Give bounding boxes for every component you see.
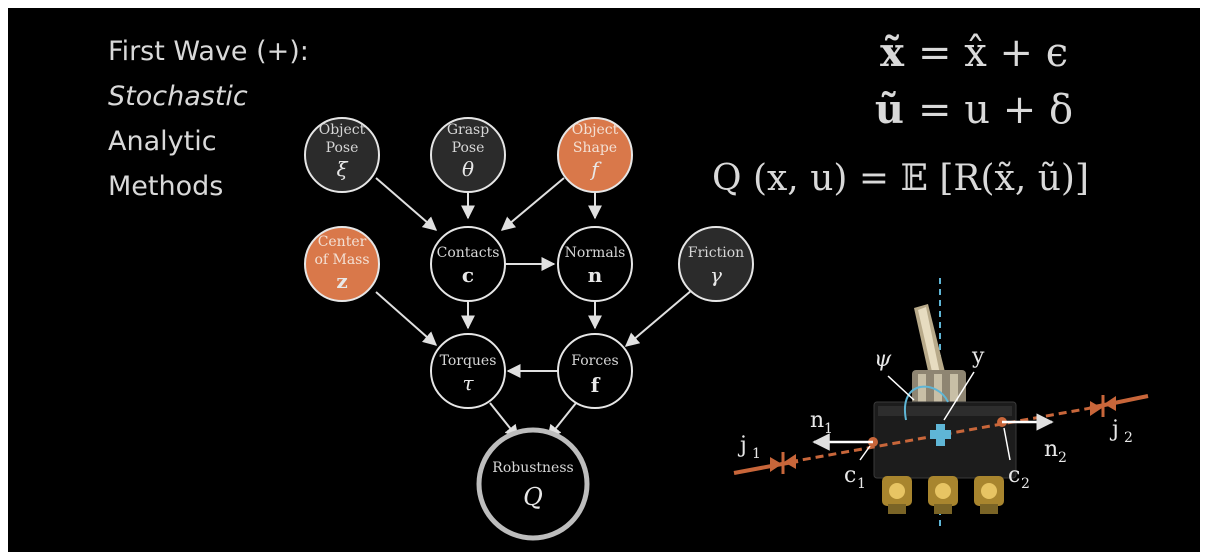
graph-edges bbox=[375, 177, 693, 440]
node-symbol: γ bbox=[710, 263, 722, 287]
edge-pose-contacts bbox=[375, 177, 438, 231]
c2-leader bbox=[1003, 427, 1011, 461]
node-grasp-pose: Grasp Pose θ bbox=[430, 117, 506, 193]
node-symbol: n bbox=[588, 263, 603, 287]
node-label: Pose bbox=[326, 140, 359, 156]
node-symbol: τ bbox=[462, 371, 474, 395]
node-symbol: ξ bbox=[336, 157, 348, 181]
diagram-canvas: Object Pose ξ Grasp Pose θ Object Shape … bbox=[304, 29, 1149, 541]
node-label: Object bbox=[572, 122, 619, 138]
node-symbol: θ bbox=[462, 157, 474, 181]
node-robustness: Robustness Q bbox=[476, 427, 590, 541]
label-j2: j bbox=[1109, 417, 1119, 442]
label-y: y bbox=[971, 344, 985, 369]
title-line-1: First Wave (+): bbox=[108, 36, 309, 67]
node-contacts: Contacts c bbox=[430, 226, 506, 302]
label-c2-sub: 2 bbox=[1021, 476, 1030, 492]
label-j2-sub: 2 bbox=[1124, 430, 1133, 446]
title-line-2: Stochastic bbox=[108, 81, 248, 112]
title-line-4: Methods bbox=[108, 171, 224, 202]
edge-shape-contacts bbox=[500, 177, 565, 231]
equation-1-lhs: x̃ bbox=[880, 29, 905, 76]
psi-arc bbox=[903, 385, 949, 421]
edge-friction-forces bbox=[624, 289, 693, 347]
psi-leader bbox=[887, 375, 915, 401]
jaw-2-line bbox=[1089, 394, 1149, 410]
node-label: Robustness bbox=[492, 460, 573, 476]
equation-2-lhs: ũ bbox=[875, 86, 904, 133]
node-friction: Friction γ bbox=[678, 226, 754, 302]
switch-terminals bbox=[882, 476, 1004, 514]
node-label: of Mass bbox=[314, 252, 369, 268]
node-symbol: f bbox=[591, 373, 601, 397]
title-line-3: Analytic bbox=[108, 126, 217, 157]
node-normals: Normals n bbox=[557, 226, 633, 302]
node-forces: Forces f bbox=[557, 333, 633, 409]
label-n2: n bbox=[1044, 437, 1058, 462]
label-c2: c bbox=[1008, 463, 1020, 488]
edge-com-torques bbox=[375, 291, 438, 346]
node-symbol: c bbox=[462, 263, 474, 287]
label-c1-sub: 1 bbox=[857, 476, 866, 492]
slide: First Wave (+): Stochastic Analytic Meth… bbox=[8, 8, 1200, 552]
node-label: Object bbox=[319, 122, 366, 138]
node-label: Contacts bbox=[437, 245, 500, 261]
equation-1-rhs: = x̂ + ϵ bbox=[918, 30, 1068, 76]
label-c1: c bbox=[844, 463, 856, 488]
jaw-1-marker bbox=[770, 452, 796, 474]
node-label: Torques bbox=[440, 353, 497, 369]
node-label: Friction bbox=[688, 245, 744, 261]
node-object-pose: Object Pose ξ bbox=[304, 117, 380, 193]
equations: x̃ = x̂ + ϵ ũ = u + δ Q (x, u) = 𝔼 [R(x̃… bbox=[712, 29, 1089, 199]
label-n2-sub: 2 bbox=[1058, 450, 1067, 466]
node-label: Forces bbox=[571, 353, 618, 369]
y-leader bbox=[943, 371, 975, 421]
equation-3: Q (x, u) = 𝔼 [R(x̃, ũ)] bbox=[712, 158, 1089, 199]
c1-leader bbox=[859, 445, 871, 461]
label-n1-sub: 1 bbox=[824, 421, 833, 437]
node-label: Pose bbox=[452, 140, 485, 156]
node-object-shape: Object Shape f bbox=[557, 117, 633, 193]
node-torques: Torques τ bbox=[430, 333, 506, 409]
node-center-of-mass: Center of Mass z bbox=[304, 226, 380, 302]
label-n1: n bbox=[810, 408, 824, 433]
toggle-switch-figure: ψ y n 1 n 2 j 1 j 2 c 1 c 2 bbox=[733, 278, 1149, 528]
node-label: Center bbox=[318, 234, 367, 250]
node-label: Grasp bbox=[447, 122, 489, 138]
label-j1: j bbox=[737, 433, 747, 458]
label-j1-sub: 1 bbox=[752, 446, 761, 462]
node-symbol: Q bbox=[523, 483, 543, 511]
node-label: Shape bbox=[573, 140, 617, 156]
label-psi: ψ bbox=[874, 347, 892, 372]
jaw-2-marker bbox=[1090, 395, 1116, 417]
equation-2-rhs: = u + δ bbox=[918, 87, 1073, 133]
node-symbol: z bbox=[336, 269, 347, 293]
center-cross bbox=[930, 424, 951, 446]
node-label: Normals bbox=[565, 245, 626, 261]
toggle-lever-image bbox=[912, 304, 966, 406]
